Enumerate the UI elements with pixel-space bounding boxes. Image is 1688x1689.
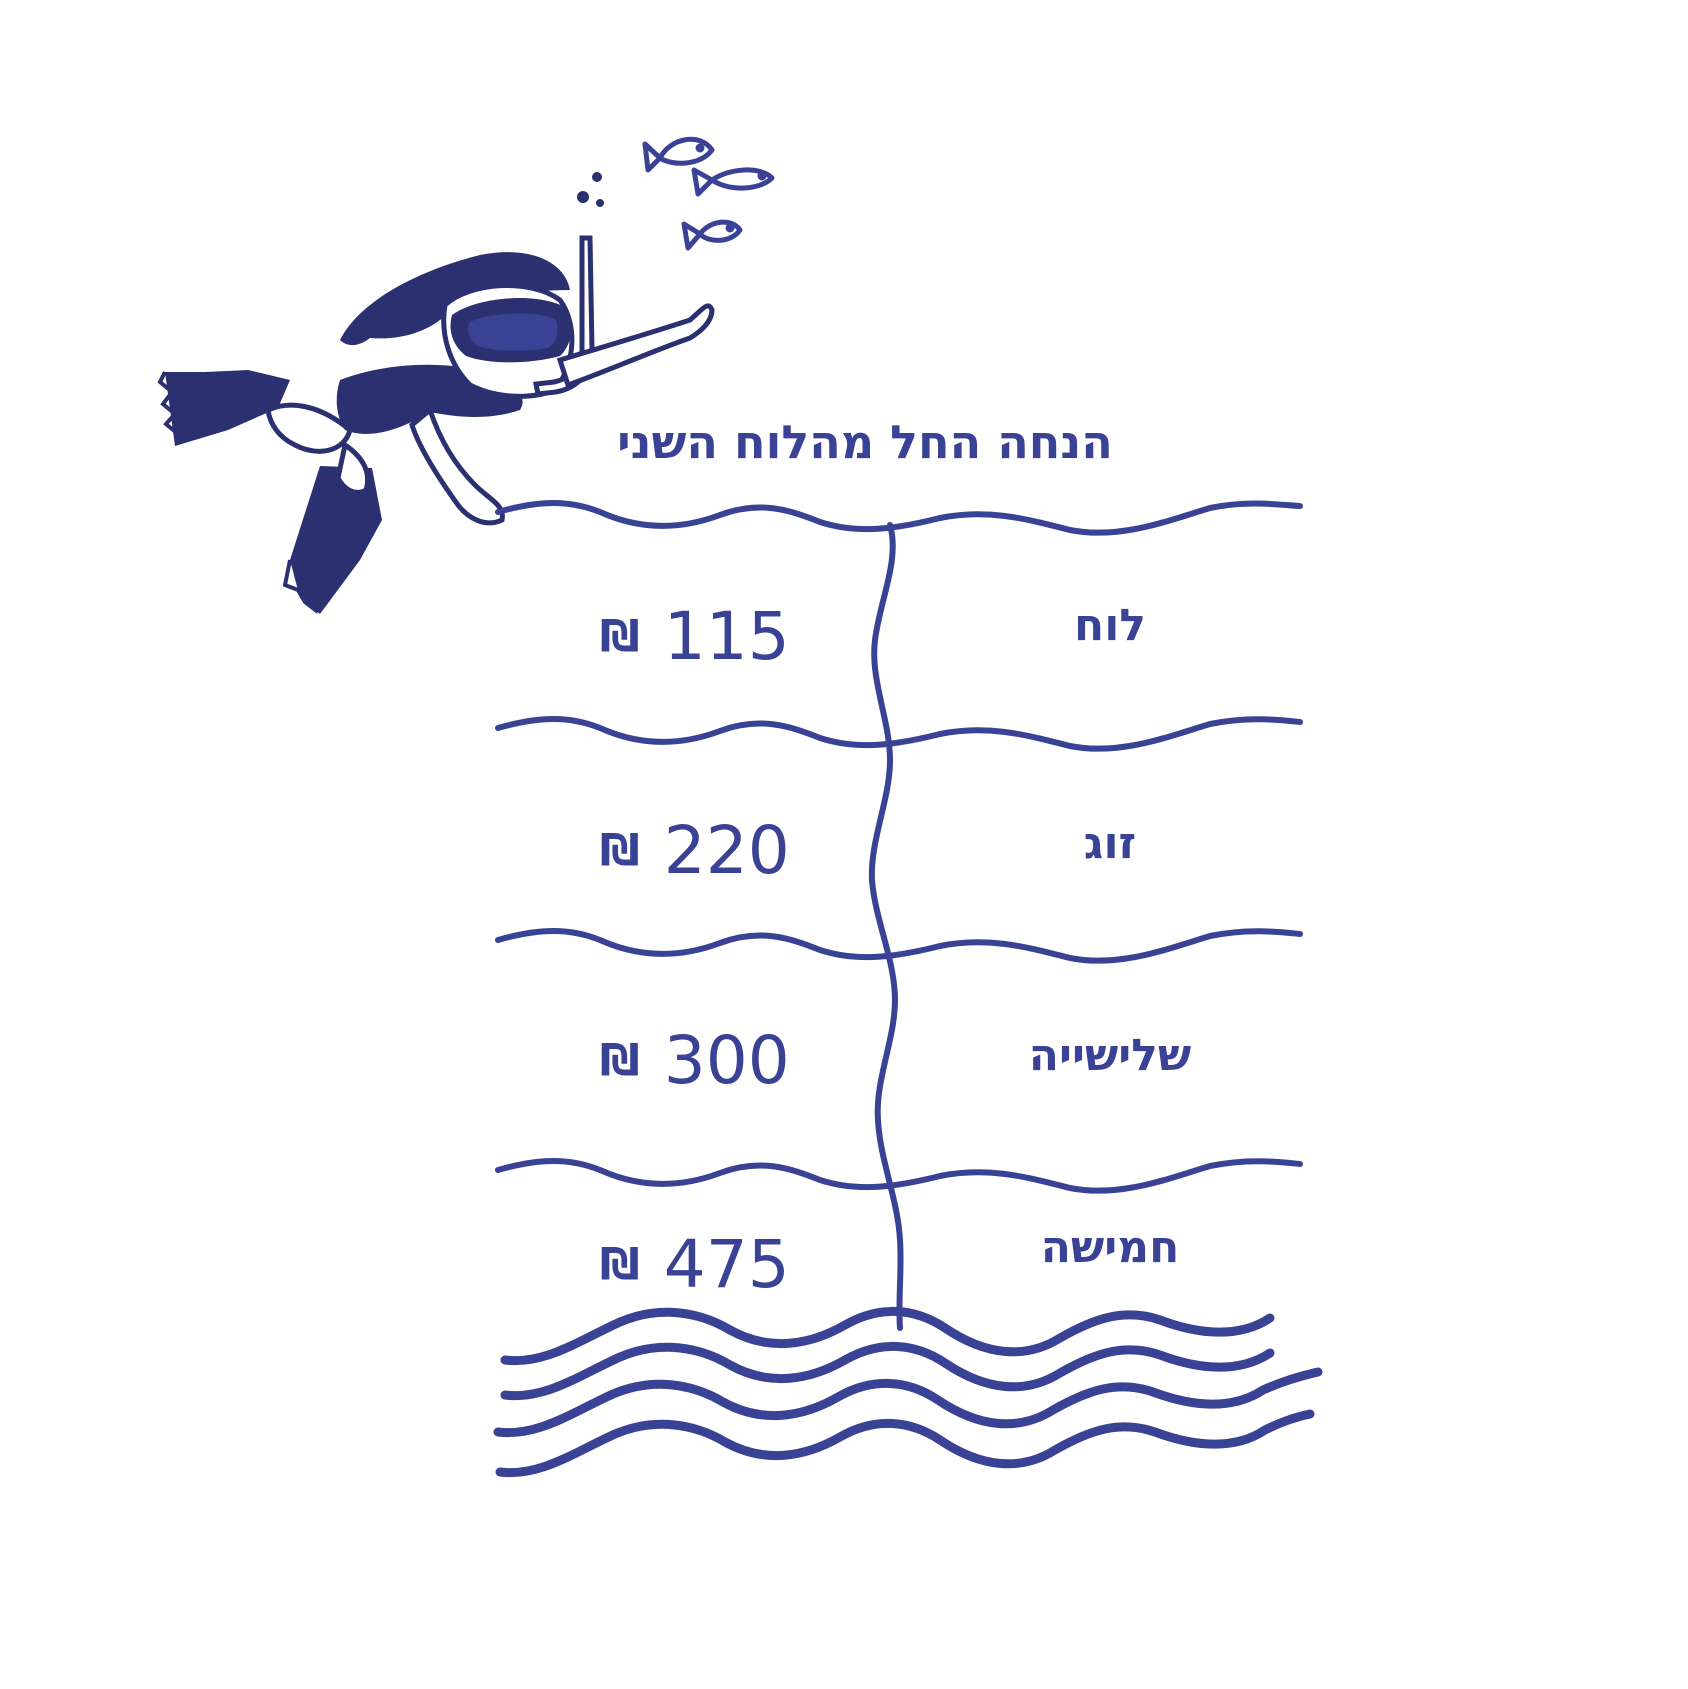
row-price-4: ₪ 475 bbox=[600, 1226, 850, 1303]
price-amount-2: 220 bbox=[663, 812, 790, 889]
wave-divider-top bbox=[495, 500, 1303, 536]
fish-icon-3 bbox=[681, 219, 743, 251]
row-price-1: ₪ 115 bbox=[600, 598, 850, 675]
wave-divider-3 bbox=[495, 1158, 1303, 1194]
table-lines bbox=[495, 500, 1303, 1331]
price-amount-4: 475 bbox=[663, 1226, 790, 1303]
row-label-3: שלישייה bbox=[1028, 1030, 1192, 1081]
bottom-waves bbox=[493, 1306, 1323, 1478]
fish-icon-2 bbox=[691, 167, 775, 197]
wave-divider-1 bbox=[495, 716, 1303, 752]
price-amount-3: 300 bbox=[663, 1022, 790, 1099]
bubbles-icon bbox=[577, 172, 604, 207]
shekel-icon: ₪ bbox=[600, 1239, 640, 1290]
row-price-2: ₪ 220 bbox=[600, 812, 850, 889]
price-amount-1: 115 bbox=[663, 598, 790, 675]
shekel-icon: ₪ bbox=[600, 611, 640, 662]
column-divider bbox=[868, 522, 904, 1331]
row-price-3: ₪ 300 bbox=[600, 1022, 850, 1099]
snorkeler-icon bbox=[157, 235, 715, 614]
fish-icon-1 bbox=[642, 136, 715, 173]
wave-divider-2 bbox=[495, 928, 1303, 964]
shekel-icon: ₪ bbox=[600, 825, 640, 876]
row-label-1: לוח bbox=[1074, 600, 1146, 651]
shekel-icon: ₪ bbox=[600, 1035, 640, 1086]
row-label-4: חמישה bbox=[1040, 1222, 1180, 1273]
row-label-2: זוג bbox=[1083, 818, 1137, 869]
discount-title: הנחה החל מהלוח השני bbox=[617, 415, 1113, 469]
